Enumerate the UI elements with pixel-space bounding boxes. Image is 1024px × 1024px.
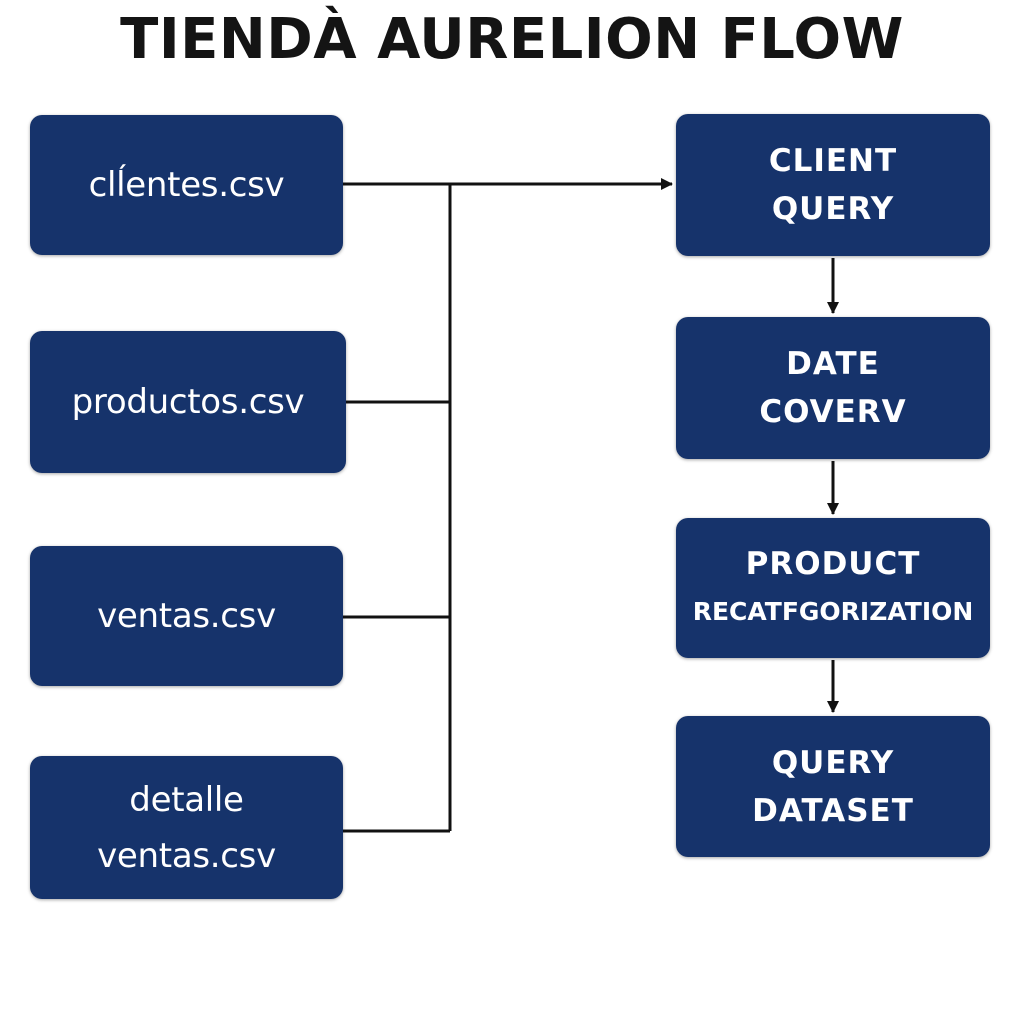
source-node-label: clĺentes.csv (88, 165, 285, 205)
step-node-label-line-2: QUERY (771, 191, 895, 227)
source-node-label: ventas.csv (97, 596, 276, 636)
source-node-ventas: ventas.csv (30, 546, 343, 686)
step-node-label-line-2: DATASET (752, 792, 914, 829)
step-node-query-dataset: QUERY DATASET (676, 716, 990, 857)
source-node-label: productos.csv (71, 382, 305, 422)
step-node-label-line-1: QUERY (771, 744, 895, 781)
step-node-product-recategorization: PRODUCT RECATFGORIZATION (676, 518, 990, 658)
step-node-date-coverv: DATE COVERV (676, 317, 990, 459)
source-node-label-line-1: detalle (129, 779, 244, 820)
source-node-clientes: clĺentes.csv (30, 115, 343, 255)
source-node-label-line-2: ventas.csv (97, 835, 276, 876)
diagram-title: TIENDÀ AURELION FLOW (120, 7, 904, 72)
step-node-label-line-1: DATE (786, 346, 880, 382)
step-node-label-line-1: CLIENT (768, 143, 898, 179)
source-node-productos: productos.csv (30, 331, 346, 473)
step-node-label-line-1: PRODUCT (745, 546, 921, 582)
step-node-label-line-2: RECATFGORIZATION (692, 597, 974, 626)
source-node-detalle-ventas: detalle ventas.csv (30, 756, 343, 899)
step-node-label-line-2: COVERV (759, 394, 907, 430)
step-node-client-query: CLIENT QUERY (676, 114, 990, 256)
